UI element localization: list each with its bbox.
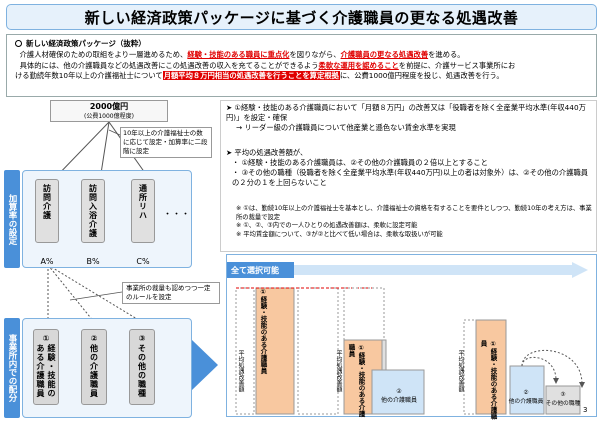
bar-label-text: 他の介護職員 [380, 397, 417, 404]
summary-line2-b: を前提に、介護サービス事業所にお [398, 60, 516, 70]
summary-line3-a: ける勤続年数10年以上の介護福祉士について [15, 71, 163, 80]
policy-note-3: ※ 平均賃金額について、③が②と比べて低い場合は、柔軟な取扱いが可能 [236, 230, 443, 238]
budget-note: 10年以上の介護福祉士の数に応じて設定・加算率に二段階に設定 [120, 127, 212, 158]
service-item: 訪問入浴介護 B% [81, 179, 105, 266]
summary-highlight: 月額平均８万円相当の処遇改善を行うことを算定根拠 [162, 71, 340, 80]
job-num: ① [41, 334, 51, 344]
summary-heading-text: 新しい経済政策パッケージ（抜粋） [26, 39, 146, 48]
service-name: 訪問入浴介護 [81, 179, 105, 243]
avg-label: 平均処遇改善額 [335, 350, 342, 392]
policy-panel [220, 100, 597, 252]
chart-group-3 [463, 319, 585, 415]
chart-group-1 [235, 287, 376, 415]
arrow-right-icon [192, 340, 218, 390]
job-num: ② [89, 334, 99, 344]
summary-line1-b: を図りながら、 [289, 50, 341, 59]
summary-line1-c: を進める。 [428, 50, 465, 59]
summary-line2-a: 具体的には、他の介護職員などの処遇改善にこの処遇改善の収入を充てることができるよ… [19, 60, 319, 70]
page-number: 3 [583, 406, 588, 414]
bar-label: ③ その他の職種 [544, 392, 582, 407]
service-item: 通所リハ C% [131, 179, 155, 266]
policy-point-2-text: ➤ 平均の処遇改善額が、 [226, 148, 308, 157]
summary-line3-b: に、公費1000億円程度を投じ、処遇改善を行う。 [339, 71, 504, 80]
circle-bullet-icon [15, 40, 22, 47]
bar-label-num: ① [259, 288, 267, 296]
band-rate-setting: 加算率の設定 [4, 170, 20, 268]
avg-label: 平均処遇改善額 [237, 350, 244, 392]
service-name: 訪問介護 [35, 179, 59, 243]
budget-amount: 2000億円 [89, 102, 129, 111]
bar-label-text: 経験・技能のある介護職員 [259, 296, 267, 374]
service-pct: C% [136, 257, 150, 266]
policy-note-1: ※ ①は、勤続10年以上の介護福祉士を基本とし、介護福祉士の資格を有することを要… [236, 205, 592, 221]
budget-box: 2000億円 (公費1000億程度) [50, 100, 168, 122]
avg-label: 平均処遇改善額 [457, 350, 464, 392]
arrow-right-icon [294, 262, 588, 278]
bar-label: ② 他の介護職員 [374, 388, 424, 404]
policy-notes: ※ ①は、勤続10年以上の介護福祉士を基本とし、介護福祉士の資格を有することを要… [236, 205, 592, 239]
bar-label-num: ① [489, 340, 497, 348]
service-pct: A% [40, 257, 54, 266]
summary-box: 新しい経済政策パッケージ（抜粋） 介護人材確保のための取組をより一層進めるため、… [6, 34, 597, 97]
summary-emphasis-2: 介護職員の更なる処遇改善 [340, 50, 429, 59]
policy-point-1-result: → リーダー級の介護職員について他産業と遜色ない賃金水準を実現 [236, 123, 456, 132]
bar-label-text: 他の介護職員 [508, 399, 544, 405]
allocation-bars [235, 287, 585, 415]
bar-label: ①経験・技能のある介護職員 [478, 340, 498, 421]
policy-point-1: ➤ ①経験・技能のある介護職員において「月額８万円」の改善又は「役職者を除く全産… [226, 103, 592, 133]
bar-label-num: ② [523, 390, 529, 396]
summary-emphasis-3: 柔軟な運用を認めること [318, 60, 399, 70]
summary-line1-a: 介護人材確保のための取組をより一層進めるため、 [19, 50, 188, 59]
bar-label-num: ① [357, 344, 365, 352]
services-row: 訪問介護 A% 訪問入浴介護 B% 通所リハ C% ・・・ [22, 170, 192, 268]
bar-label-text: 経験・技能のある介護職員 [347, 344, 365, 417]
policy-note-2: ※ ①、②、③内での一人ひとりの処遇改善額は、柔軟に設定可能 [236, 222, 418, 230]
job-num: ③ [137, 334, 147, 344]
summary-text: 介護人材確保のための取組をより一層進めるため、経験・技能のある職員に重点化を図り… [15, 50, 590, 82]
policy-point-2-a: ・ ①経験・技能のある介護職員は、②その他の介護職員の２倍以上とすること [232, 158, 488, 167]
bar-label: ①経験・技能のある介護職員 [346, 344, 366, 421]
summary-heading: 新しい経済政策パッケージ（抜粋） [15, 38, 146, 49]
policy-point-1-text: ➤ ①経験・技能のある介護職員において「月額８万円」の改善又は「役職者を除く全産… [226, 103, 586, 122]
job-name: 経験・技能のある介護職員 [36, 344, 56, 398]
job-name: その他の職種 [137, 344, 147, 398]
bar-label-text: 経験・技能のある介護職員 [479, 340, 497, 420]
policy-point-2: ➤ 平均の処遇改善額が、 ・ ①経験・技能のある介護職員は、②その他の介護職員の… [226, 148, 592, 188]
all-selectable-label: 全て選択可能 [227, 262, 294, 278]
page-title: 新しい経済政策パッケージに基づく介護職員の更なる処遇改善 [6, 4, 597, 30]
service-pct: B% [86, 257, 100, 266]
bar-label-num: ③ [560, 392, 566, 398]
budget-sub: (公費1000億程度) [84, 113, 134, 120]
policy-point-2-b: ・ ③その他の職種（役職者を除く全産業平均水準(年収440万円)以上の者は対象外… [232, 168, 589, 187]
bar-label: ② 他の介護職員 [508, 390, 544, 405]
summary-emphasis-1: 経験・技能のある職員に重点化 [187, 50, 290, 59]
service-name: 通所リハ [131, 179, 155, 243]
band-internal-distribution: 事業所内での配分 [4, 318, 20, 418]
rule-note: 事業所の裁量も認めつつ一定のルールを設定 [122, 282, 220, 304]
bar-label-text: その他の職種 [545, 401, 581, 407]
job-name: 他の介護職員 [89, 344, 99, 398]
bar-label: ①経験・技能のある介護職員 [258, 288, 268, 374]
service-item: 訪問介護 A% [35, 179, 59, 266]
ellipsis: ・・・ [163, 210, 191, 220]
bar-label-num: ② [396, 388, 402, 395]
chart-group-2 [343, 287, 425, 415]
